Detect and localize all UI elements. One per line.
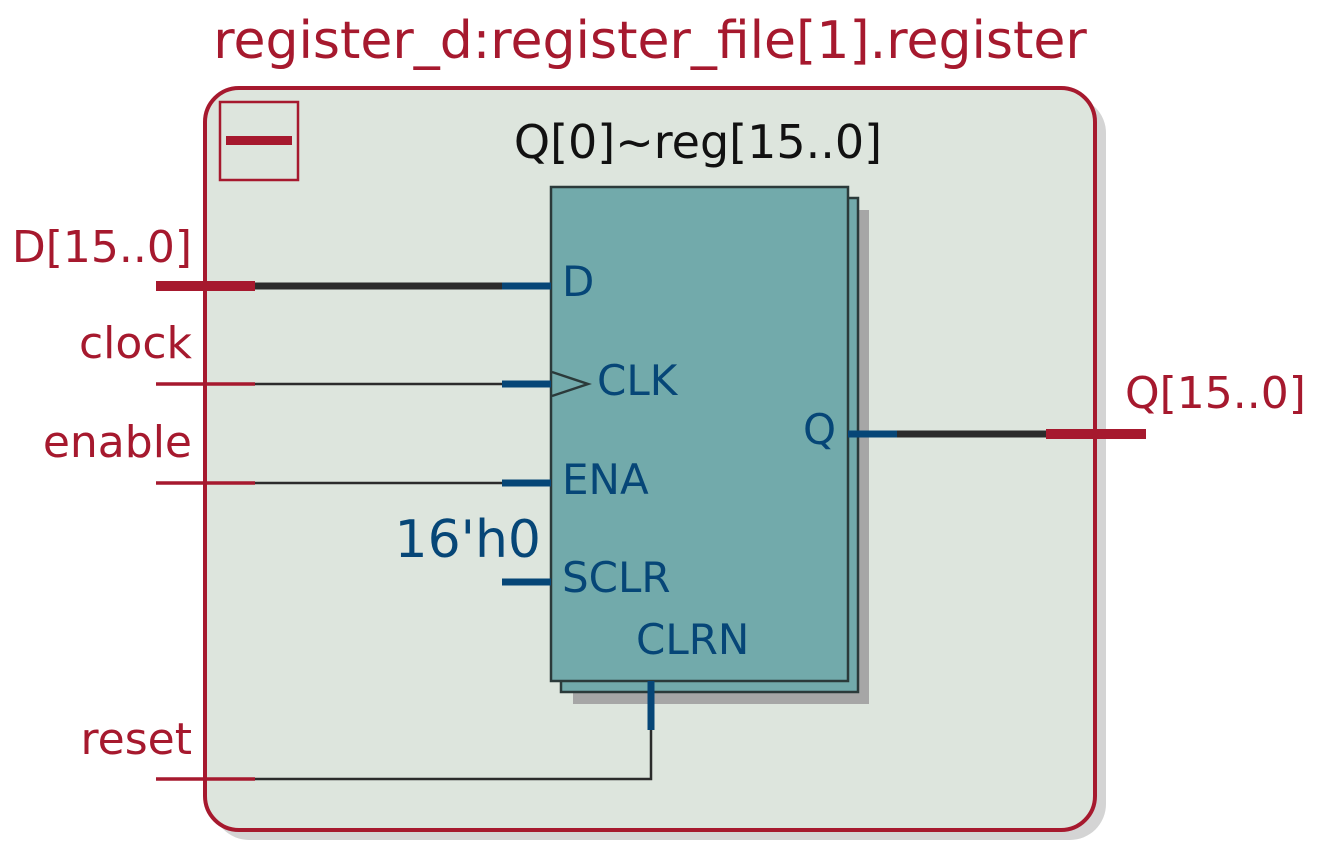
instance-title: register_d:register_file[1].register <box>213 11 1087 71</box>
wire-reset[interactable] <box>255 730 653 781</box>
collapse-button[interactable] <box>218 100 300 182</box>
input-label-clock: clock <box>79 318 193 369</box>
minus-icon <box>226 136 292 145</box>
port-q-label: Q <box>803 405 836 454</box>
input-label-d: D[15..0] <box>12 222 192 273</box>
input-label-reset: reset <box>81 714 192 765</box>
input-label-enable: enable <box>43 417 192 468</box>
port-clrn-label: CLRN <box>636 615 749 664</box>
register-block[interactable] <box>549 185 869 704</box>
register-title: Q[0]~reg[15..0] <box>514 115 882 169</box>
port-ena-label: ENA <box>562 455 649 504</box>
register-front-layer <box>549 185 850 683</box>
port-clk-label: CLK <box>597 356 679 405</box>
port-sclr-label: SCLR <box>562 553 671 602</box>
output-label-q: Q[15..0] <box>1125 368 1306 419</box>
sclr-constant-label: 16'h0 <box>394 510 541 570</box>
port-d-label: D <box>562 257 594 306</box>
clock-edge-icon <box>551 370 592 398</box>
